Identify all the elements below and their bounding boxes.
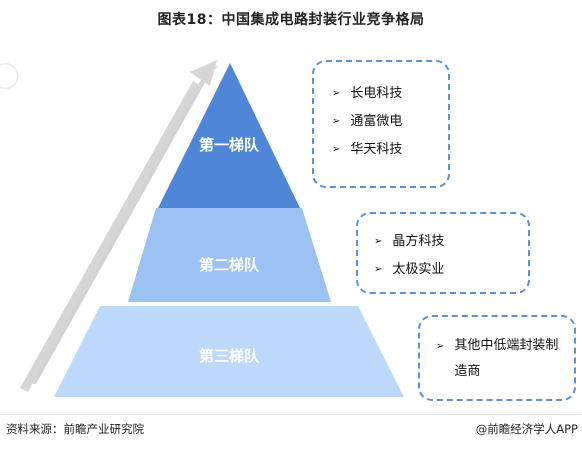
- tier-1-shape: [158, 63, 300, 208]
- tier-2-shape: [128, 208, 331, 302]
- bullet-arrow-icon: ➢: [332, 88, 341, 99]
- tier-2-label: 第二梯队: [199, 256, 260, 274]
- brand-credit: @前瞻经济学人APP: [475, 422, 578, 436]
- list-item: ➢通富微电: [332, 108, 448, 136]
- tier-3-label: 第三梯队: [199, 347, 260, 365]
- list-item: ➢其他中低端封装制造商: [436, 333, 566, 385]
- bullet-arrow-icon: ➢: [374, 264, 383, 275]
- tier-3-company-box: ➢其他中低端封装制造商: [418, 315, 576, 401]
- tier-1-company-box: ➢长电科技 ➢通富微电 ➢华天科技: [312, 60, 450, 188]
- footer-divider: [0, 414, 582, 415]
- bullet-arrow-icon: ➢: [332, 144, 341, 155]
- chart-title: 图表18：中国集成电路封装行业竞争格局: [157, 12, 425, 28]
- source-note: 资料来源：前瞻产业研究院: [6, 422, 144, 436]
- bullet-arrow-icon: ➢: [436, 341, 445, 352]
- list-item: ➢华天科技: [332, 136, 448, 164]
- list-item: ➢晶方科技: [374, 228, 528, 256]
- list-item: ➢长电科技: [332, 80, 448, 108]
- bullet-arrow-icon: ➢: [374, 236, 383, 247]
- tier-1-label: 第一梯队: [199, 136, 260, 154]
- list-item: ➢太极实业: [374, 256, 528, 284]
- tier-3-shape: [54, 306, 404, 397]
- tier-2-company-box: ➢晶方科技 ➢太极实业: [356, 212, 530, 294]
- growth-arrow: [20, 60, 218, 392]
- bullet-arrow-icon: ➢: [332, 116, 341, 127]
